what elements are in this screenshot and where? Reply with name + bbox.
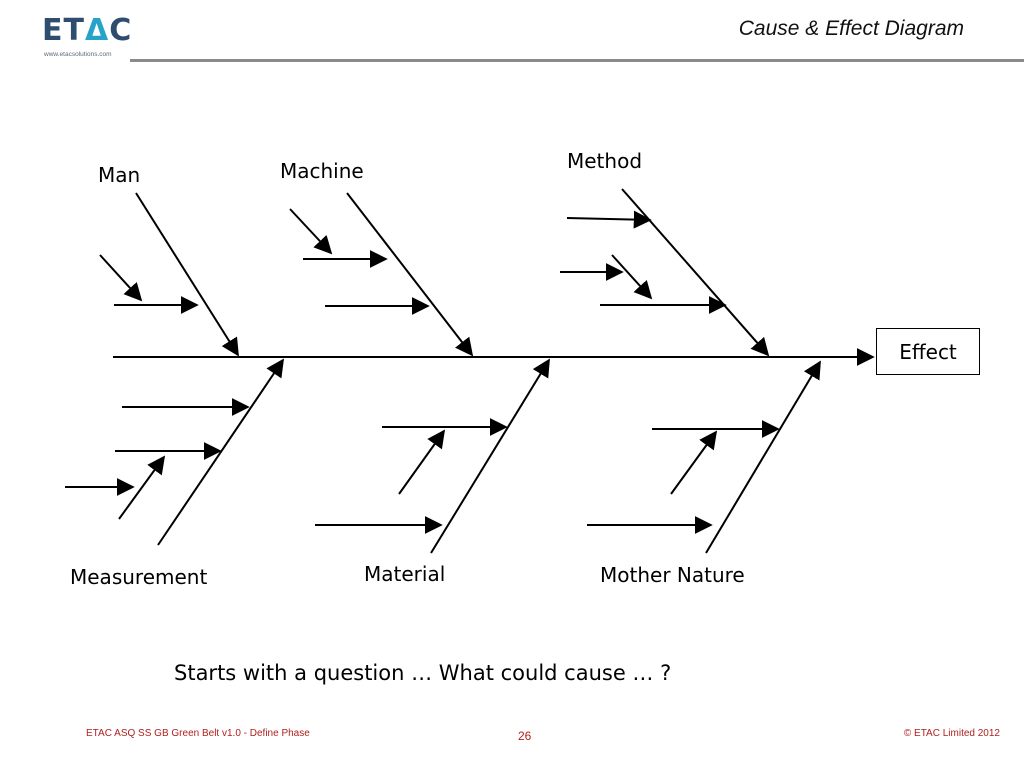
main-bone-measurement	[157, 358, 285, 546]
logo-wordmark: ETΔC	[42, 13, 133, 48]
branch-machine	[289, 192, 474, 357]
category-label-measurement: Measurement	[70, 565, 207, 589]
category-label-machine: Machine	[280, 159, 364, 183]
category-label-method: Method	[567, 149, 642, 173]
header-divider	[130, 59, 1024, 62]
category-label-man: Man	[98, 163, 140, 187]
category-label-mother-nature: Mother Nature	[600, 563, 745, 587]
slide-caption: Starts with a question … What could caus…	[174, 661, 672, 685]
sub-cause-arrow	[99, 254, 143, 302]
category-label-material: Material	[364, 562, 445, 586]
branch-measurement	[65, 358, 285, 546]
main-bone-machine	[346, 192, 474, 357]
main-bone-method	[621, 188, 770, 357]
sub-cause-arrow	[566, 210, 652, 229]
sub-cause-arrow	[289, 208, 333, 255]
main-bone-mother-nature	[705, 360, 821, 554]
slide-title: Cause & Effect Diagram	[738, 17, 964, 40]
logo-url: www.etacsolutions.com	[44, 51, 112, 58]
main-bone-material	[430, 358, 550, 554]
sub-cause-arrow	[670, 430, 718, 495]
branch-mother-nature	[587, 360, 821, 554]
sub-cause-arrow	[118, 455, 166, 520]
etac-logo: ETΔC www.etacsolutions.com	[42, 14, 142, 60]
footer-course-name: ETAC ASQ SS GB Green Belt v1.0 - Define …	[86, 728, 310, 739]
sub-cause-arrow	[398, 429, 446, 495]
branch-method	[560, 188, 770, 357]
sub-cause-arrow	[611, 254, 653, 300]
branch-material	[315, 358, 550, 554]
effect-box: Effect	[876, 328, 980, 375]
main-bone-man	[135, 192, 239, 357]
footer-copyright: © ETAC Limited 2012	[903, 728, 1000, 739]
footer-page-number: 26	[518, 729, 532, 743]
branch-man	[99, 192, 239, 357]
